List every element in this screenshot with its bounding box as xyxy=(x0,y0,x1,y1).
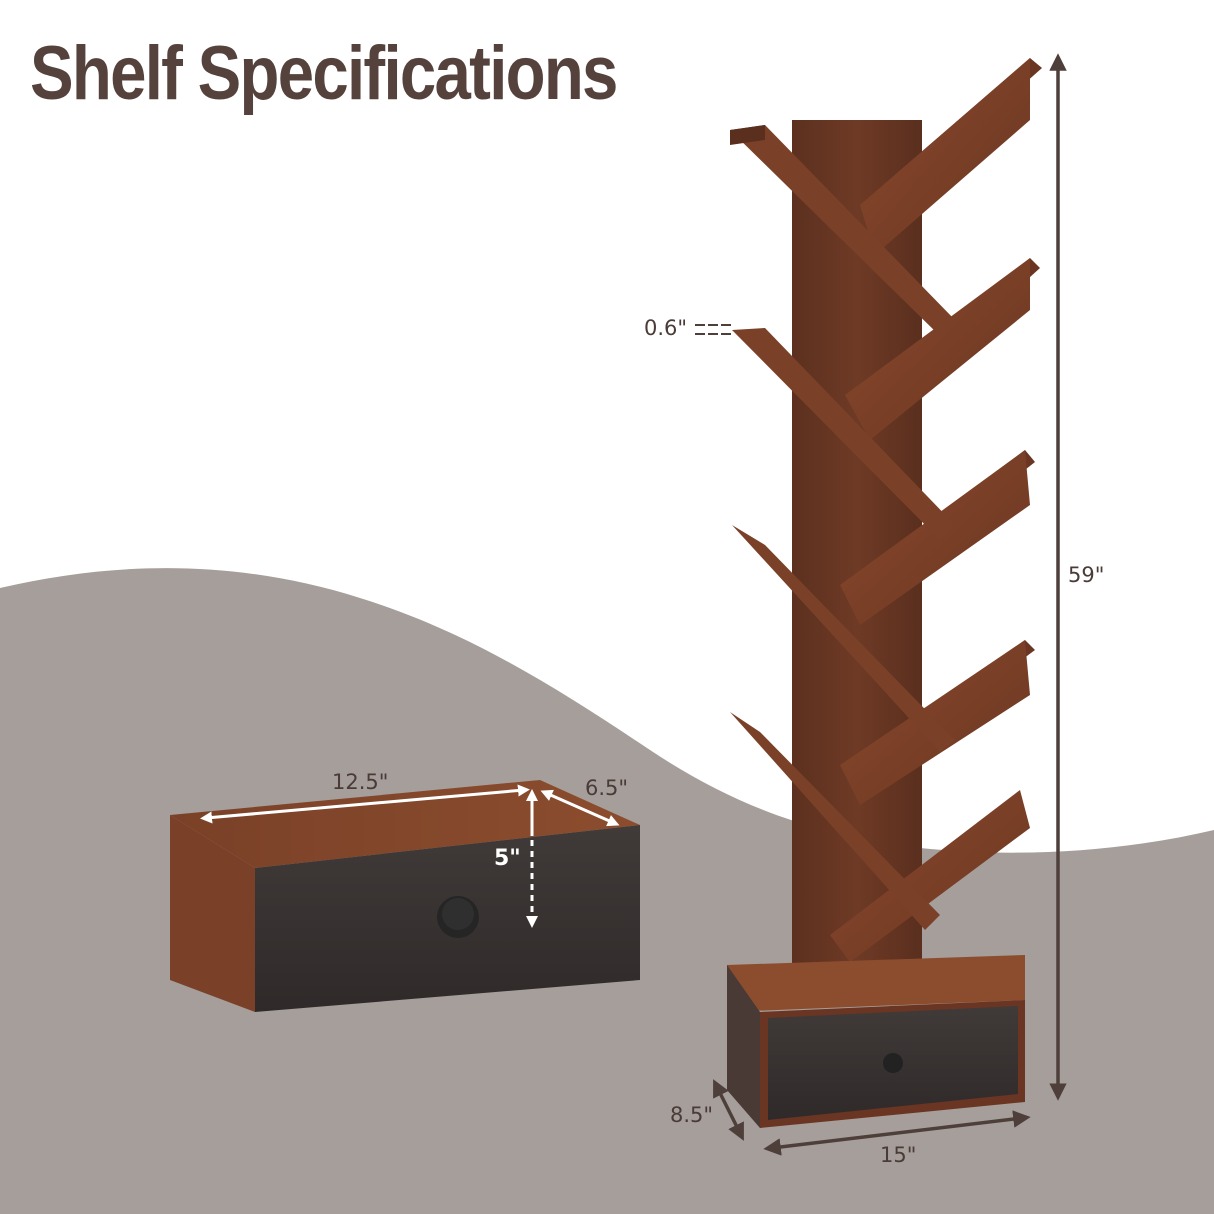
drawer-height-label: 5" xyxy=(494,846,521,871)
base-width-label: 15" xyxy=(880,1143,917,1167)
shelf-thickness-label: 0.6" xyxy=(644,316,688,340)
base-cabinet xyxy=(727,955,1025,1128)
total-height-label: 59" xyxy=(1068,563,1105,587)
drawer-dimension-lines xyxy=(200,784,620,928)
bookshelf-dimension-lines xyxy=(695,53,1067,1156)
drawer-depth-label: 6.5" xyxy=(585,776,629,800)
right-shelves xyxy=(830,58,1042,962)
base-depth-label: 8.5" xyxy=(670,1103,714,1127)
drawer-width-label: 12.5" xyxy=(332,770,389,794)
page-title: Shelf Specifications xyxy=(30,31,618,116)
left-shelves xyxy=(730,125,955,930)
